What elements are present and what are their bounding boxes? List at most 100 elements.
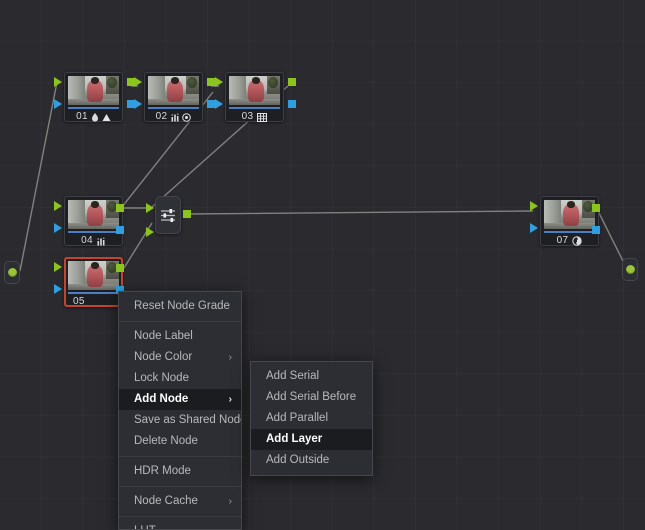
node-07-badges bbox=[572, 236, 583, 246]
submenu-item-add-serial[interactable]: Add Serial bbox=[251, 366, 372, 387]
node-05[interactable]: 05 bbox=[64, 257, 123, 307]
node-04-rgb-input[interactable] bbox=[54, 201, 62, 211]
submenu-item-add-serial-before[interactable]: Add Serial Before bbox=[251, 387, 372, 408]
menu-item-label: Reset Node Grade bbox=[134, 300, 230, 312]
node-07-key-output[interactable] bbox=[592, 226, 600, 234]
node-04-number: 04 bbox=[81, 235, 93, 246]
chevron-right-icon: › bbox=[228, 393, 232, 405]
submenu-item-add-outside[interactable]: Add Outside bbox=[251, 450, 372, 471]
menu-separator bbox=[119, 321, 241, 322]
node-07-key-input[interactable] bbox=[530, 223, 538, 233]
layer-mixer-output[interactable] bbox=[183, 210, 191, 218]
grid-icon bbox=[257, 112, 268, 122]
node-05-rgb-input[interactable] bbox=[54, 262, 62, 272]
mixer-icon bbox=[161, 208, 175, 222]
node-01-label-row: 01 bbox=[68, 110, 119, 124]
menu-item-delete-node[interactable]: Delete Node bbox=[119, 431, 241, 452]
menu-item-lut[interactable]: LUT› bbox=[119, 521, 241, 529]
submenu-item-label: Add Serial bbox=[266, 370, 320, 382]
menu-item-hdr-mode[interactable]: HDR Mode bbox=[119, 461, 241, 482]
node-07[interactable]: 07 bbox=[540, 196, 599, 246]
submenu-item-label: Add Parallel bbox=[266, 412, 329, 424]
node-03-grade-bar bbox=[229, 107, 280, 109]
node-07-rgb-output[interactable] bbox=[592, 204, 600, 212]
node-03-key-input[interactable] bbox=[215, 99, 223, 109]
layer-mixer-input-a[interactable] bbox=[146, 203, 154, 213]
node-04-key-output[interactable] bbox=[116, 226, 124, 234]
node-01-thumbnail bbox=[68, 76, 119, 105]
menu-separator bbox=[119, 456, 241, 457]
triangle-icon bbox=[102, 113, 111, 121]
bars-icon bbox=[97, 237, 105, 245]
menu-item-lock-node[interactable]: Lock Node bbox=[119, 368, 241, 389]
menu-item-label: Node Cache bbox=[134, 495, 198, 507]
node-04-badges bbox=[97, 237, 106, 246]
node-01-badges bbox=[91, 112, 111, 122]
node-03-number: 03 bbox=[241, 111, 254, 122]
node-05-key-input[interactable] bbox=[54, 284, 62, 294]
node-02-key-output[interactable] bbox=[207, 100, 215, 108]
menu-item-label: Lock Node bbox=[134, 372, 189, 384]
node-02-key-input[interactable] bbox=[134, 99, 142, 109]
layer-mixer-input-b[interactable] bbox=[146, 227, 154, 237]
node-03-badges bbox=[257, 112, 268, 122]
node-02-grade-bar bbox=[148, 107, 199, 109]
node-01-rgb-output[interactable] bbox=[127, 78, 135, 86]
node-01-number: 01 bbox=[76, 111, 88, 122]
source-node[interactable] bbox=[4, 261, 20, 284]
menu-item-add-node[interactable]: Add Node› bbox=[119, 389, 241, 410]
submenu-item-add-parallel[interactable]: Add Parallel bbox=[251, 408, 372, 429]
node-05-number: 05 bbox=[73, 296, 85, 307]
node-07-label-row: 07 bbox=[544, 234, 595, 248]
node-02-rgb-input[interactable] bbox=[134, 77, 142, 87]
node-03-label-row: 03 bbox=[229, 110, 280, 124]
menu-item-label: Node Color bbox=[134, 351, 193, 363]
node-03-rgb-output[interactable] bbox=[288, 78, 296, 86]
bars-icon bbox=[171, 113, 179, 121]
node-02-number: 02 bbox=[155, 111, 168, 122]
node-05-grade-bar bbox=[68, 292, 119, 294]
node-04-rgb-output[interactable] bbox=[116, 204, 124, 212]
node-05-key-output[interactable] bbox=[116, 286, 124, 294]
node-02-rgb-output[interactable] bbox=[207, 78, 215, 86]
menu-item-save-as-shared-node[interactable]: Save as Shared Node bbox=[119, 410, 241, 431]
menu-separator bbox=[119, 486, 241, 487]
node-02-badges bbox=[171, 112, 192, 122]
node-07-rgb-input[interactable] bbox=[530, 201, 538, 211]
node-01-key-input[interactable] bbox=[54, 99, 62, 109]
output-node[interactable] bbox=[622, 258, 638, 281]
layer-mixer-node[interactable] bbox=[155, 196, 181, 234]
node-05-rgb-output[interactable] bbox=[116, 264, 124, 272]
chevron-right-icon: › bbox=[229, 526, 232, 529]
node-04[interactable]: 04 bbox=[64, 196, 123, 246]
node-07-thumbnail bbox=[544, 200, 595, 229]
node-04-key-input[interactable] bbox=[54, 223, 62, 233]
submenu-item-label: Add Layer bbox=[266, 433, 323, 445]
menu-item-label: Delete Node bbox=[134, 435, 198, 447]
submenu-item-add-layer[interactable]: Add Layer bbox=[251, 429, 372, 450]
node-04-grade-bar bbox=[68, 231, 119, 233]
node-01-rgb-input[interactable] bbox=[54, 77, 62, 87]
node-03-key-output[interactable] bbox=[288, 100, 296, 108]
node-03[interactable]: 03 bbox=[225, 72, 284, 122]
menu-item-reset-node-grade[interactable]: Reset Node Grade bbox=[119, 296, 241, 317]
node-01-key-output[interactable] bbox=[127, 100, 135, 108]
wheel-icon bbox=[572, 236, 583, 246]
node-02-label-row: 02 bbox=[148, 110, 199, 124]
menu-item-node-color[interactable]: Node Color› bbox=[119, 347, 241, 368]
node-05-thumbnail bbox=[68, 261, 119, 290]
chevron-right-icon: › bbox=[228, 495, 232, 507]
node-03-thumbnail bbox=[229, 76, 280, 105]
menu-item-node-cache[interactable]: Node Cache › bbox=[119, 491, 241, 512]
menu-item-label: Node Label bbox=[134, 330, 193, 342]
node-02[interactable]: 02 bbox=[144, 72, 203, 122]
node-01-grade-bar bbox=[68, 107, 119, 109]
node-04-thumbnail bbox=[68, 200, 119, 229]
node-01[interactable]: 01 bbox=[64, 72, 123, 122]
menu-item-node-label[interactable]: Node Label bbox=[119, 326, 241, 347]
node-03-rgb-input[interactable] bbox=[215, 77, 223, 87]
submenu-item-label: Add Serial Before bbox=[266, 391, 357, 403]
